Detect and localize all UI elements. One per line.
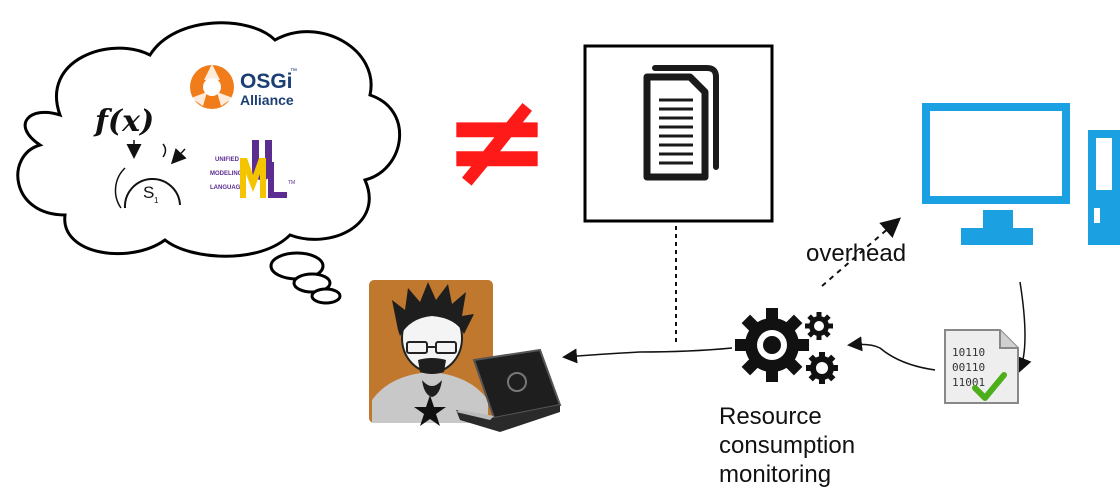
laptop-icon (456, 348, 562, 432)
developer-avatar-icon (369, 280, 493, 426)
binary-file-icon: 10110 00110 11001 (944, 329, 1019, 404)
resource-monitoring-label: Resource consumption monitoring (719, 402, 855, 489)
uml-line1: UNIFIED (215, 157, 240, 163)
gears-icon (735, 308, 838, 384)
monitoring-label-line-2: consumption (719, 432, 856, 459)
document-icon (583, 44, 774, 223)
not-equal-sign: ≠ (443, 64, 552, 216)
osgi-tm: ™ (290, 68, 297, 75)
monitoring-label-line-3: monitoring (719, 461, 832, 488)
file-row-3: 11001 (952, 376, 985, 389)
check-icon (972, 372, 1007, 401)
overhead-label: overhead (806, 240, 907, 267)
desktop-computer-icon (922, 103, 1120, 245)
uml-line3: LANGUAGE (210, 185, 244, 191)
state-machine-icon: S 1 (114, 140, 187, 209)
file-row-2: 00110 (952, 361, 985, 374)
file-row-1: 10110 (952, 346, 985, 359)
monitoring-label-line-1: Resource (719, 403, 822, 430)
osgi-sub: Alliance (240, 92, 294, 108)
trace-to-gears-arrow (847, 336, 936, 371)
thought-cloud-icon (16, 21, 402, 305)
uml-logo: UNIFIED MODELING LANGUAGE TM (210, 140, 295, 198)
computer-to-trace-arrow (1017, 281, 1032, 373)
uml-line2: MODELING (210, 171, 243, 177)
gears-to-developer-arrow (562, 347, 733, 364)
overhead-arrow (821, 217, 902, 287)
state-index: 1 (154, 196, 159, 205)
osgi-logo: OSGi ™ Alliance (190, 64, 297, 109)
uml-tm: TM (288, 180, 295, 186)
osgi-name: OSGi (240, 70, 293, 93)
function-symbol: f(x) (93, 104, 154, 139)
state-label: S (143, 183, 154, 202)
